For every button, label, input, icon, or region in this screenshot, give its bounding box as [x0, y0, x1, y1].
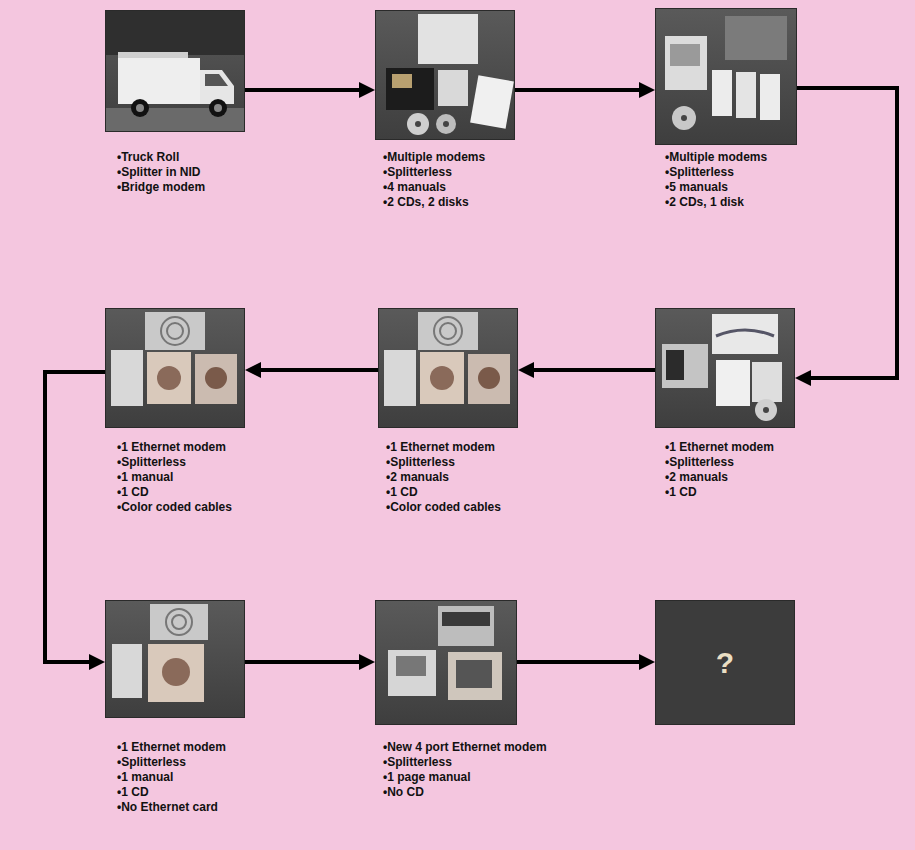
bullet-item: •2 manuals	[665, 470, 799, 485]
photo-frame	[105, 308, 245, 428]
kit-photo	[655, 8, 797, 145]
photo-frame	[378, 308, 518, 428]
bullet-item: •Bridge modem	[117, 180, 249, 195]
bullet-item: •1 manual	[117, 470, 249, 485]
bullet-item: •1 CD	[117, 785, 249, 800]
bullet-item: •5 manuals	[665, 180, 801, 195]
bullet-item: •1 Ethernet modem	[117, 740, 249, 755]
bullet-item: •Multiple modems	[383, 150, 519, 165]
bullet-item: •2 manuals	[386, 470, 522, 485]
flow-arrow	[797, 88, 897, 378]
flow-step: •1 Ethernet modem•Splitterless•2 manuals…	[655, 308, 799, 500]
flow-arrow	[255, 368, 378, 372]
bullet-item: •1 Ethernet modem	[386, 440, 522, 455]
flow-step: •1 Ethernet modem•Splitterless•1 manual•…	[105, 600, 249, 815]
flow-arrow	[517, 660, 645, 664]
bullet-list: •1 Ethernet modem•Splitterless•2 manuals…	[665, 440, 799, 500]
bullet-list: •Truck Roll•Splitter in NID•Bridge modem	[117, 150, 249, 195]
flow-step: •New 4 port Ethernet modem•Splitterless•…	[375, 600, 551, 800]
kit-photo	[375, 600, 517, 725]
truck-photo	[105, 10, 245, 132]
bullet-item: •2 CDs, 1 disk	[665, 195, 801, 210]
photo-frame	[655, 8, 797, 145]
flow-arrow	[528, 368, 655, 372]
bullet-item: •1 CD	[117, 485, 249, 500]
flow-step: •1 Ethernet modem•Splitterless•2 manuals…	[378, 308, 522, 515]
bullet-item: •Truck Roll	[117, 150, 249, 165]
bullet-item: •Splitter in NID	[117, 165, 249, 180]
kit-photo	[378, 308, 518, 428]
bullet-item: •Splitterless	[665, 455, 799, 470]
bullet-item: •4 manuals	[383, 180, 519, 195]
flow-arrow	[515, 88, 645, 92]
flow-step: •Multiple modems•Splitterless•4 manuals•…	[375, 10, 519, 210]
bullet-item: •Splitterless	[117, 755, 249, 770]
bullet-item: •Color coded cables	[117, 500, 249, 515]
question-mark: ?	[656, 646, 794, 680]
kit-photo	[105, 308, 245, 428]
bullet-item: •No CD	[383, 785, 551, 800]
bullet-item: •1 Ethernet modem	[117, 440, 249, 455]
photo-frame	[105, 600, 245, 718]
bullet-item: •Splitterless	[665, 165, 801, 180]
bullet-list: •1 Ethernet modem•Splitterless•1 manual•…	[117, 440, 249, 515]
bullet-item: •1 Ethernet modem	[665, 440, 799, 455]
flow-step: •Multiple modems•Splitterless•5 manuals•…	[655, 8, 801, 210]
blank-photo	[655, 600, 795, 725]
kit-photo	[105, 600, 245, 718]
bullet-list: •1 Ethernet modem•Splitterless•1 manual•…	[117, 740, 249, 815]
bullet-item: •1 CD	[665, 485, 799, 500]
bullet-list: •New 4 port Ethernet modem•Splitterless•…	[383, 740, 551, 800]
bullet-list: •Multiple modems•Splitterless•4 manuals•…	[383, 150, 519, 210]
flow-step: •1 Ethernet modem•Splitterless•1 manual•…	[105, 308, 249, 515]
photo-frame	[105, 10, 245, 132]
bullet-item: •No Ethernet card	[117, 800, 249, 815]
kit-photo	[375, 10, 515, 140]
bullet-item: •1 CD	[386, 485, 522, 500]
photo-frame	[375, 10, 515, 140]
bullet-item: •Color coded cables	[386, 500, 522, 515]
flow-arrow	[45, 372, 105, 662]
photo-frame	[655, 308, 795, 428]
bullet-item: •Splitterless	[386, 455, 522, 470]
bullet-item: •New 4 port Ethernet modem	[383, 740, 551, 755]
bullet-item: •1 page manual	[383, 770, 551, 785]
photo-frame	[375, 600, 517, 725]
bullet-item: •Multiple modems	[665, 150, 801, 165]
flow-arrow	[245, 660, 365, 664]
bullet-list: •1 Ethernet modem•Splitterless•2 manuals…	[386, 440, 522, 515]
bullet-item: •1 manual	[117, 770, 249, 785]
bullet-item: •Splitterless	[383, 165, 519, 180]
bullet-list: •Multiple modems•Splitterless•5 manuals•…	[665, 150, 801, 210]
photo-frame: ?	[655, 600, 795, 725]
flow-step: •Truck Roll•Splitter in NID•Bridge modem	[105, 10, 249, 195]
bullet-item: •2 CDs, 2 disks	[383, 195, 519, 210]
bullet-item: •Splitterless	[117, 455, 249, 470]
flow-step: ?	[655, 600, 795, 725]
flow-arrow	[245, 88, 365, 92]
kit-photo	[655, 308, 795, 428]
bullet-item: •Splitterless	[383, 755, 551, 770]
